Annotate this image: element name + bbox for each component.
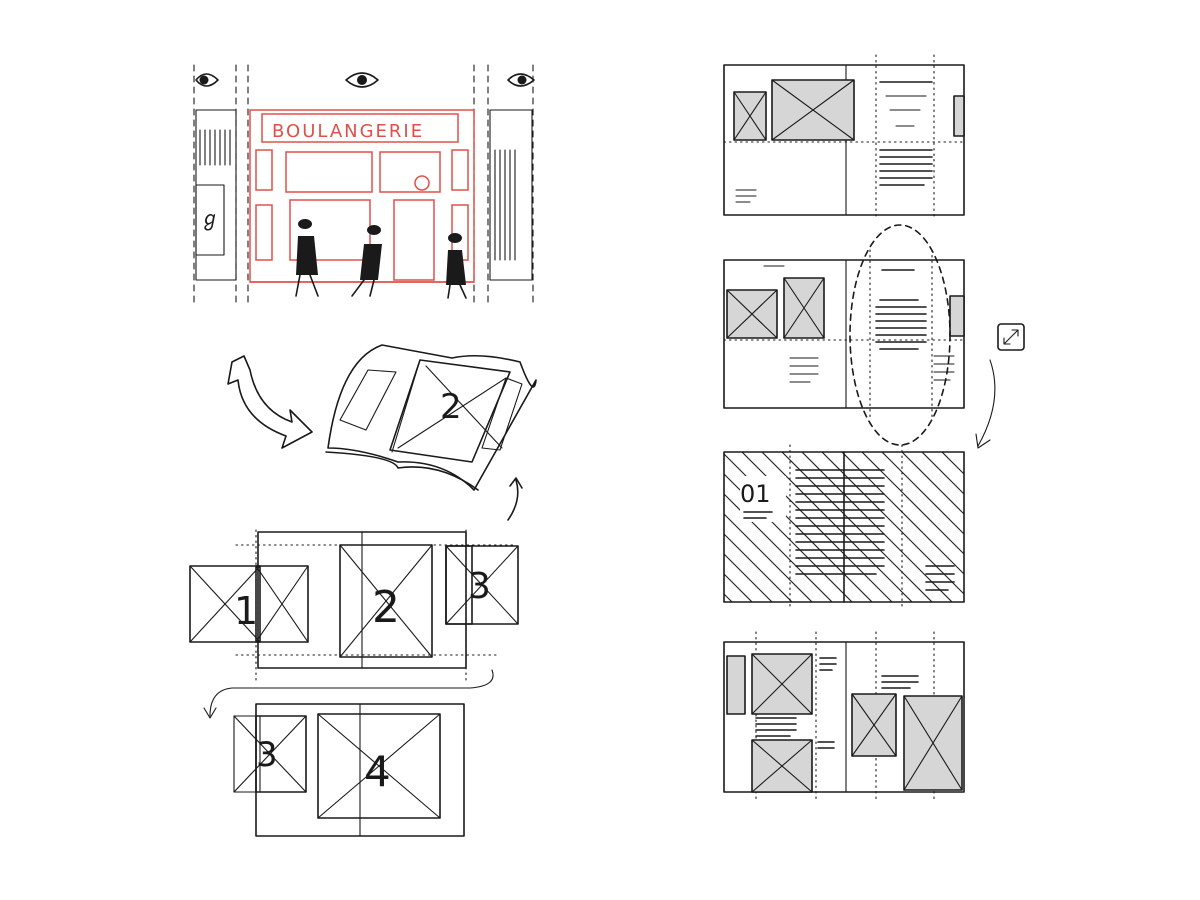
bakery-sign: BOULANGERIE [272, 121, 424, 142]
page-layout-2 [723, 224, 965, 446]
spread-a-label-3: 3 [468, 566, 491, 607]
double-arrow-icon [227, 355, 313, 449]
spread-a-label-1: 1 [234, 589, 258, 633]
spread-b-label-3: 3 [256, 735, 278, 775]
pedestrian-figure [446, 233, 467, 299]
curved-arrow-icon [507, 477, 523, 521]
pedestrian-figure [351, 225, 382, 297]
svg-text:ℊ: ℊ [200, 206, 220, 230]
page-layout-3: 01 [723, 444, 965, 611]
eye-icon [507, 73, 535, 87]
pedestrian-figure [295, 219, 319, 297]
spread-a-label-2: 2 [372, 582, 400, 633]
page-layout-4 [723, 631, 965, 803]
page-layout-1 [723, 54, 965, 219]
layout-section-number: 01 [740, 480, 771, 508]
curved-arrow-icon [203, 669, 494, 719]
curved-arrow-icon [975, 359, 996, 449]
open-magazine: 2 [325, 344, 537, 491]
magazine-page-number: 2 [440, 387, 462, 427]
spread-b-label-4: 4 [364, 747, 391, 796]
spread-diagram-a: 1 2 3 [189, 529, 519, 681]
spread-diagram-b: 3 4 [233, 703, 465, 837]
resize-icon [997, 323, 1025, 351]
eye-icon [345, 72, 379, 88]
storefront-illustration: ℊ BOULANGERIE [193, 64, 535, 306]
eye-icon [195, 73, 219, 87]
